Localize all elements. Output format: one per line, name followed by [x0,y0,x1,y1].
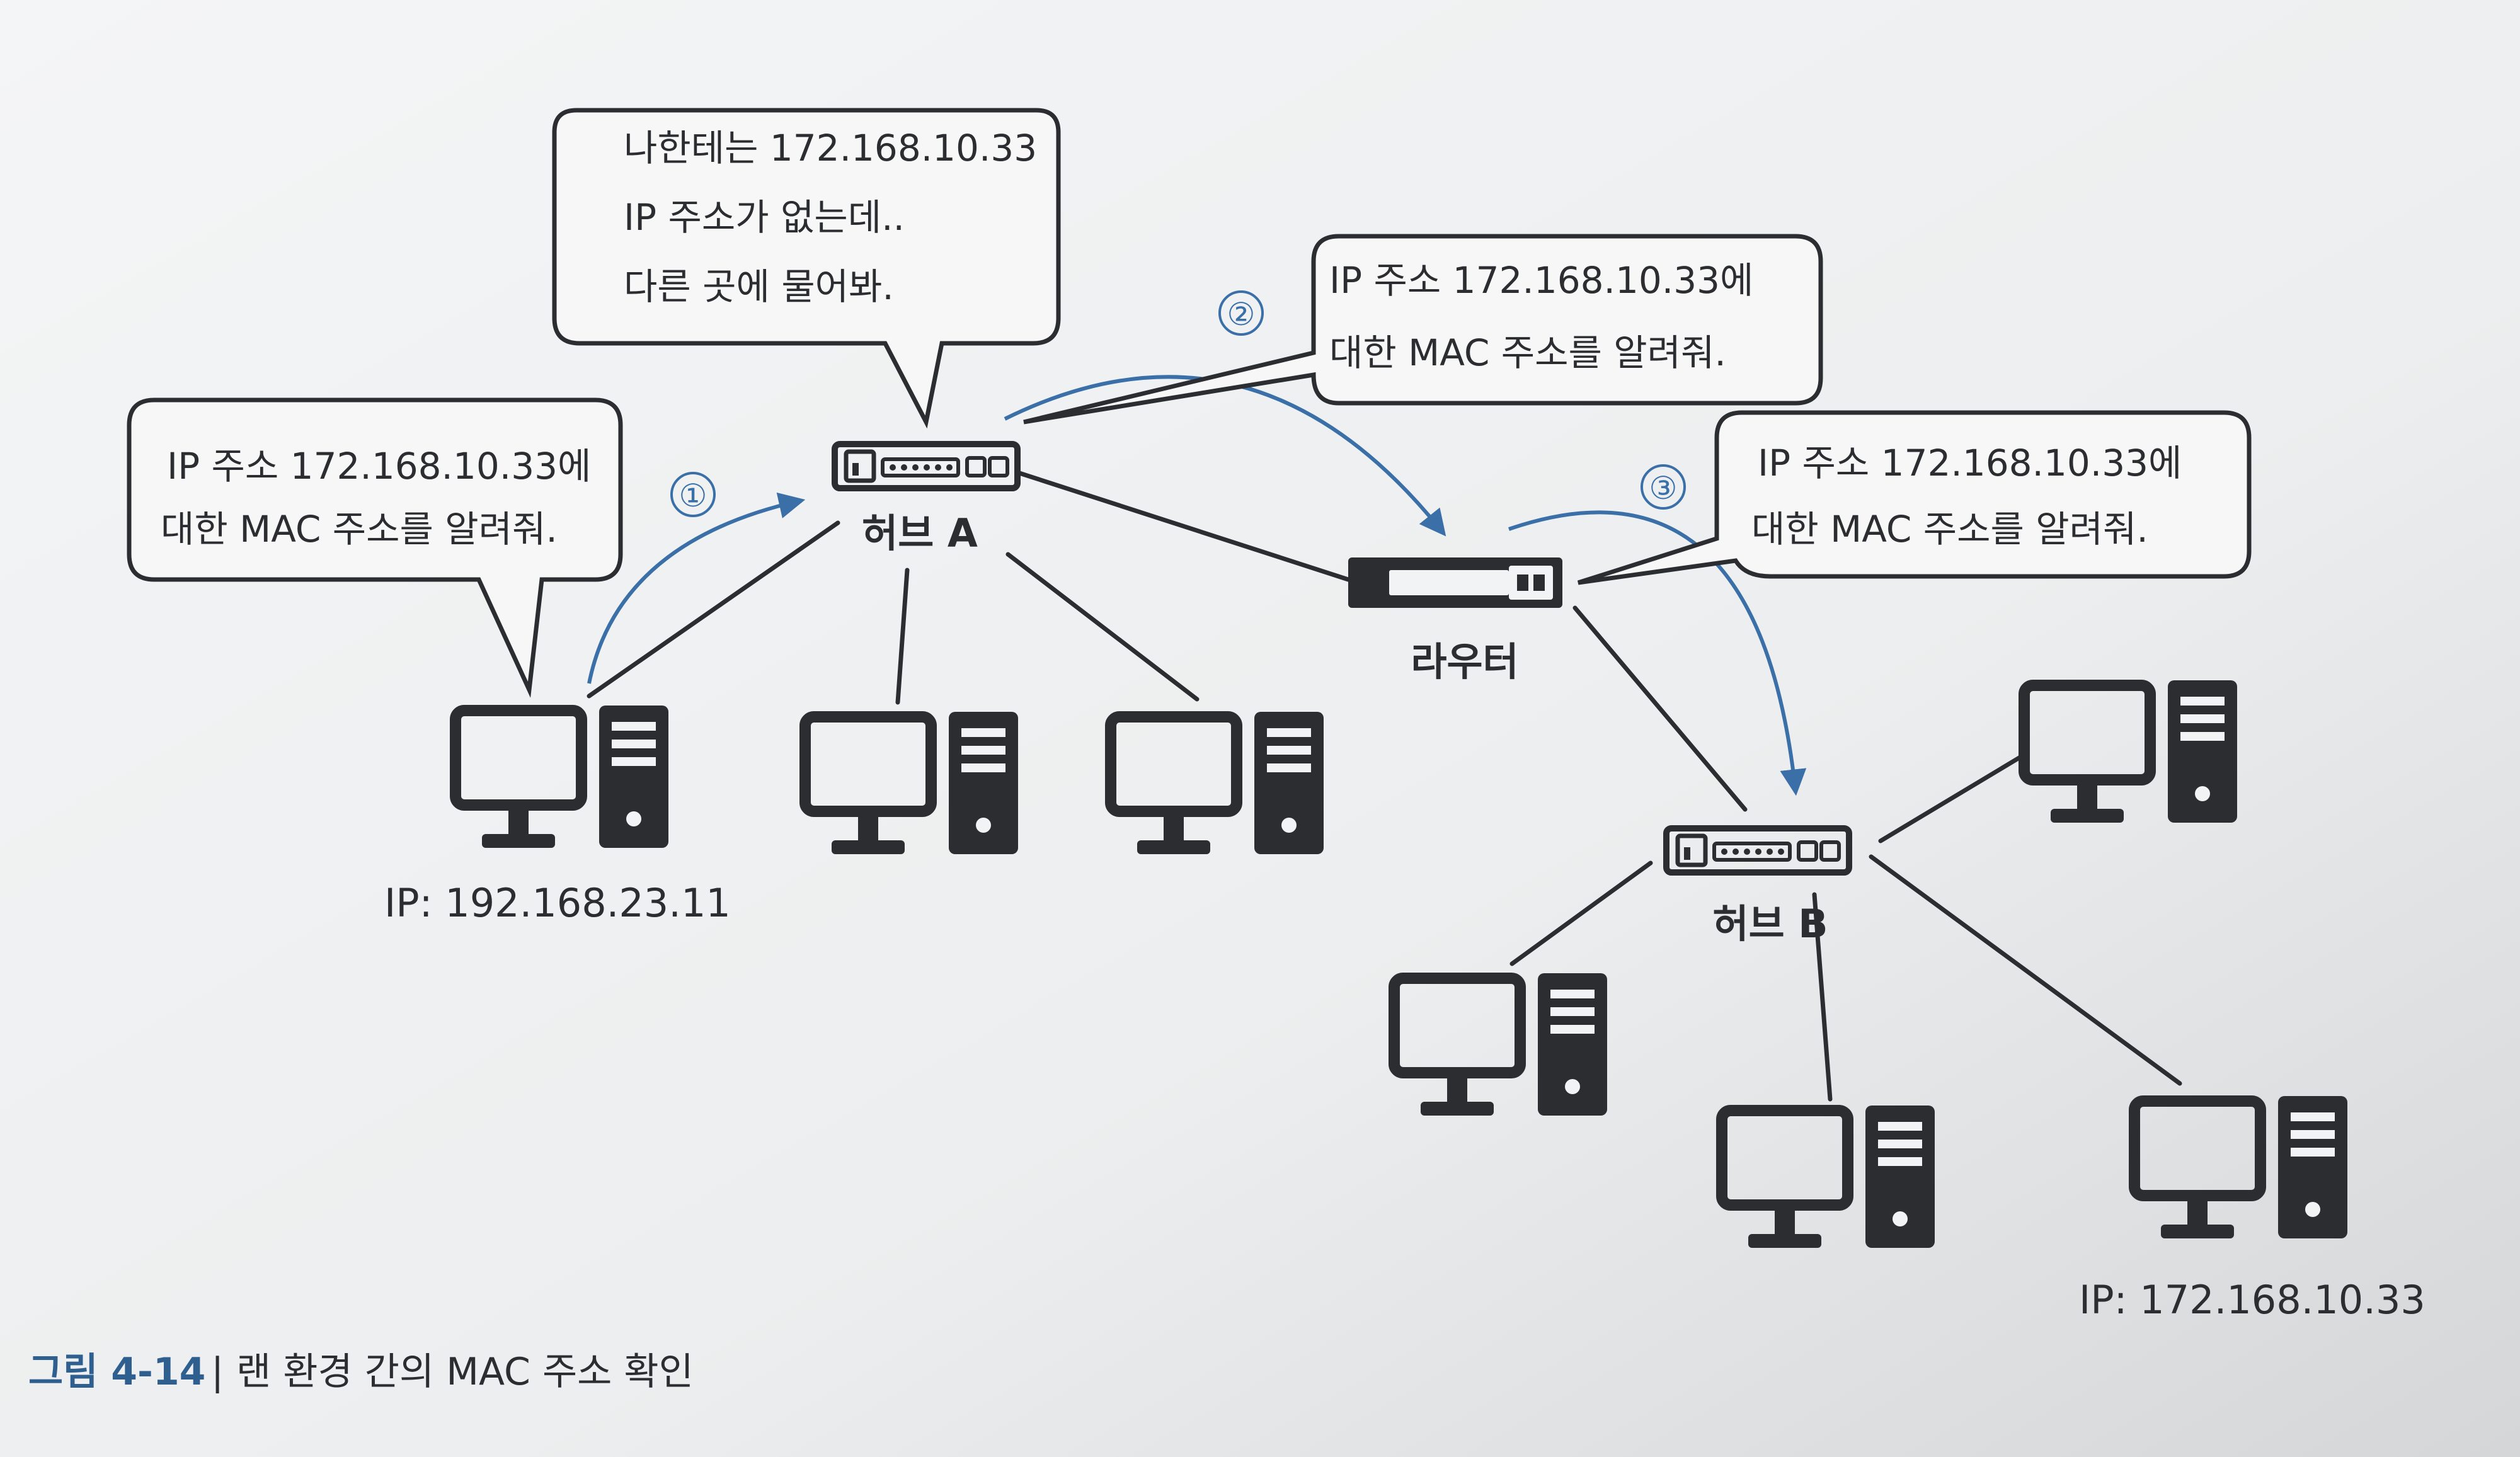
router-label: 라우터 [1411,639,1518,685]
svg-text:IP 주소 172.168.10.33에: IP 주소 172.168.10.33에 [1758,442,2182,484]
svg-text:대한 MAC 주소를 알려줘.: 대한 MAC 주소를 알려줘. [1751,508,2148,551]
svg-text:대한 MAC 주소를 알려줘.: 대한 MAC 주소를 알려줘. [161,508,558,551]
step-marker-2: ② [1218,290,1264,336]
connection-lines [587,470,2182,1102]
svg-text:다른 곳에 물어봐.: 다른 곳에 물어봐. [624,265,894,308]
svg-text:②: ② [1227,296,1256,333]
router-icon [1348,557,1562,608]
svg-text:나한테는 172.168.10.33: 나한테는 172.168.10.33 [624,127,1037,169]
caption-separator: | [211,1350,224,1394]
bubble-request-1: IP 주소 172.168.10.33에 대한 MAC 주소를 알려줘. [127,397,623,698]
bubble-request-3: IP 주소 172.168.10.33에 대한 MAC 주소를 알려줘. [1577,410,2252,585]
svg-text:대한 MAC 주소를 알려줘.: 대한 MAC 주소를 알려줘. [1329,331,1726,374]
svg-text:①: ① [679,477,707,514]
figure-number: 그림 4-14 [28,1350,205,1394]
source-ip-label: IP: 192.168.23.11 [384,880,731,926]
bubble-request-2: IP 주소 172.168.10.33에 대한 MAC 주소를 알려줘. [1023,234,1823,425]
svg-text:IP 주소 172.168.10.33에: IP 주소 172.168.10.33에 [1329,259,1753,302]
svg-text:③: ③ [1649,470,1678,506]
svg-text:IP 주소 172.168.10.33에: IP 주소 172.168.10.33에 [167,445,591,488]
bubble-hub-a-reply: 나한테는 172.168.10.33 IP 주소가 없는데.. 다른 곳에 물어… [552,108,1061,429]
step-marker-3: ③ [1641,464,1686,510]
figure-title: 랜 환경 간의 MAC 주소 확인 [236,1350,694,1394]
step-marker-1: ① [670,472,716,517]
svg-text:IP 주소가 없는데..: IP 주소가 없는데.. [624,196,905,239]
target-ip-label: IP: 172.168.10.33 [2079,1277,2426,1323]
hub-a-label: 허브 A [862,510,978,556]
figure-caption: 그림 4-14 | 랜 환경 간의 MAC 주소 확인 [28,1350,694,1394]
hub-b-label: 허브 B [1713,901,1828,947]
